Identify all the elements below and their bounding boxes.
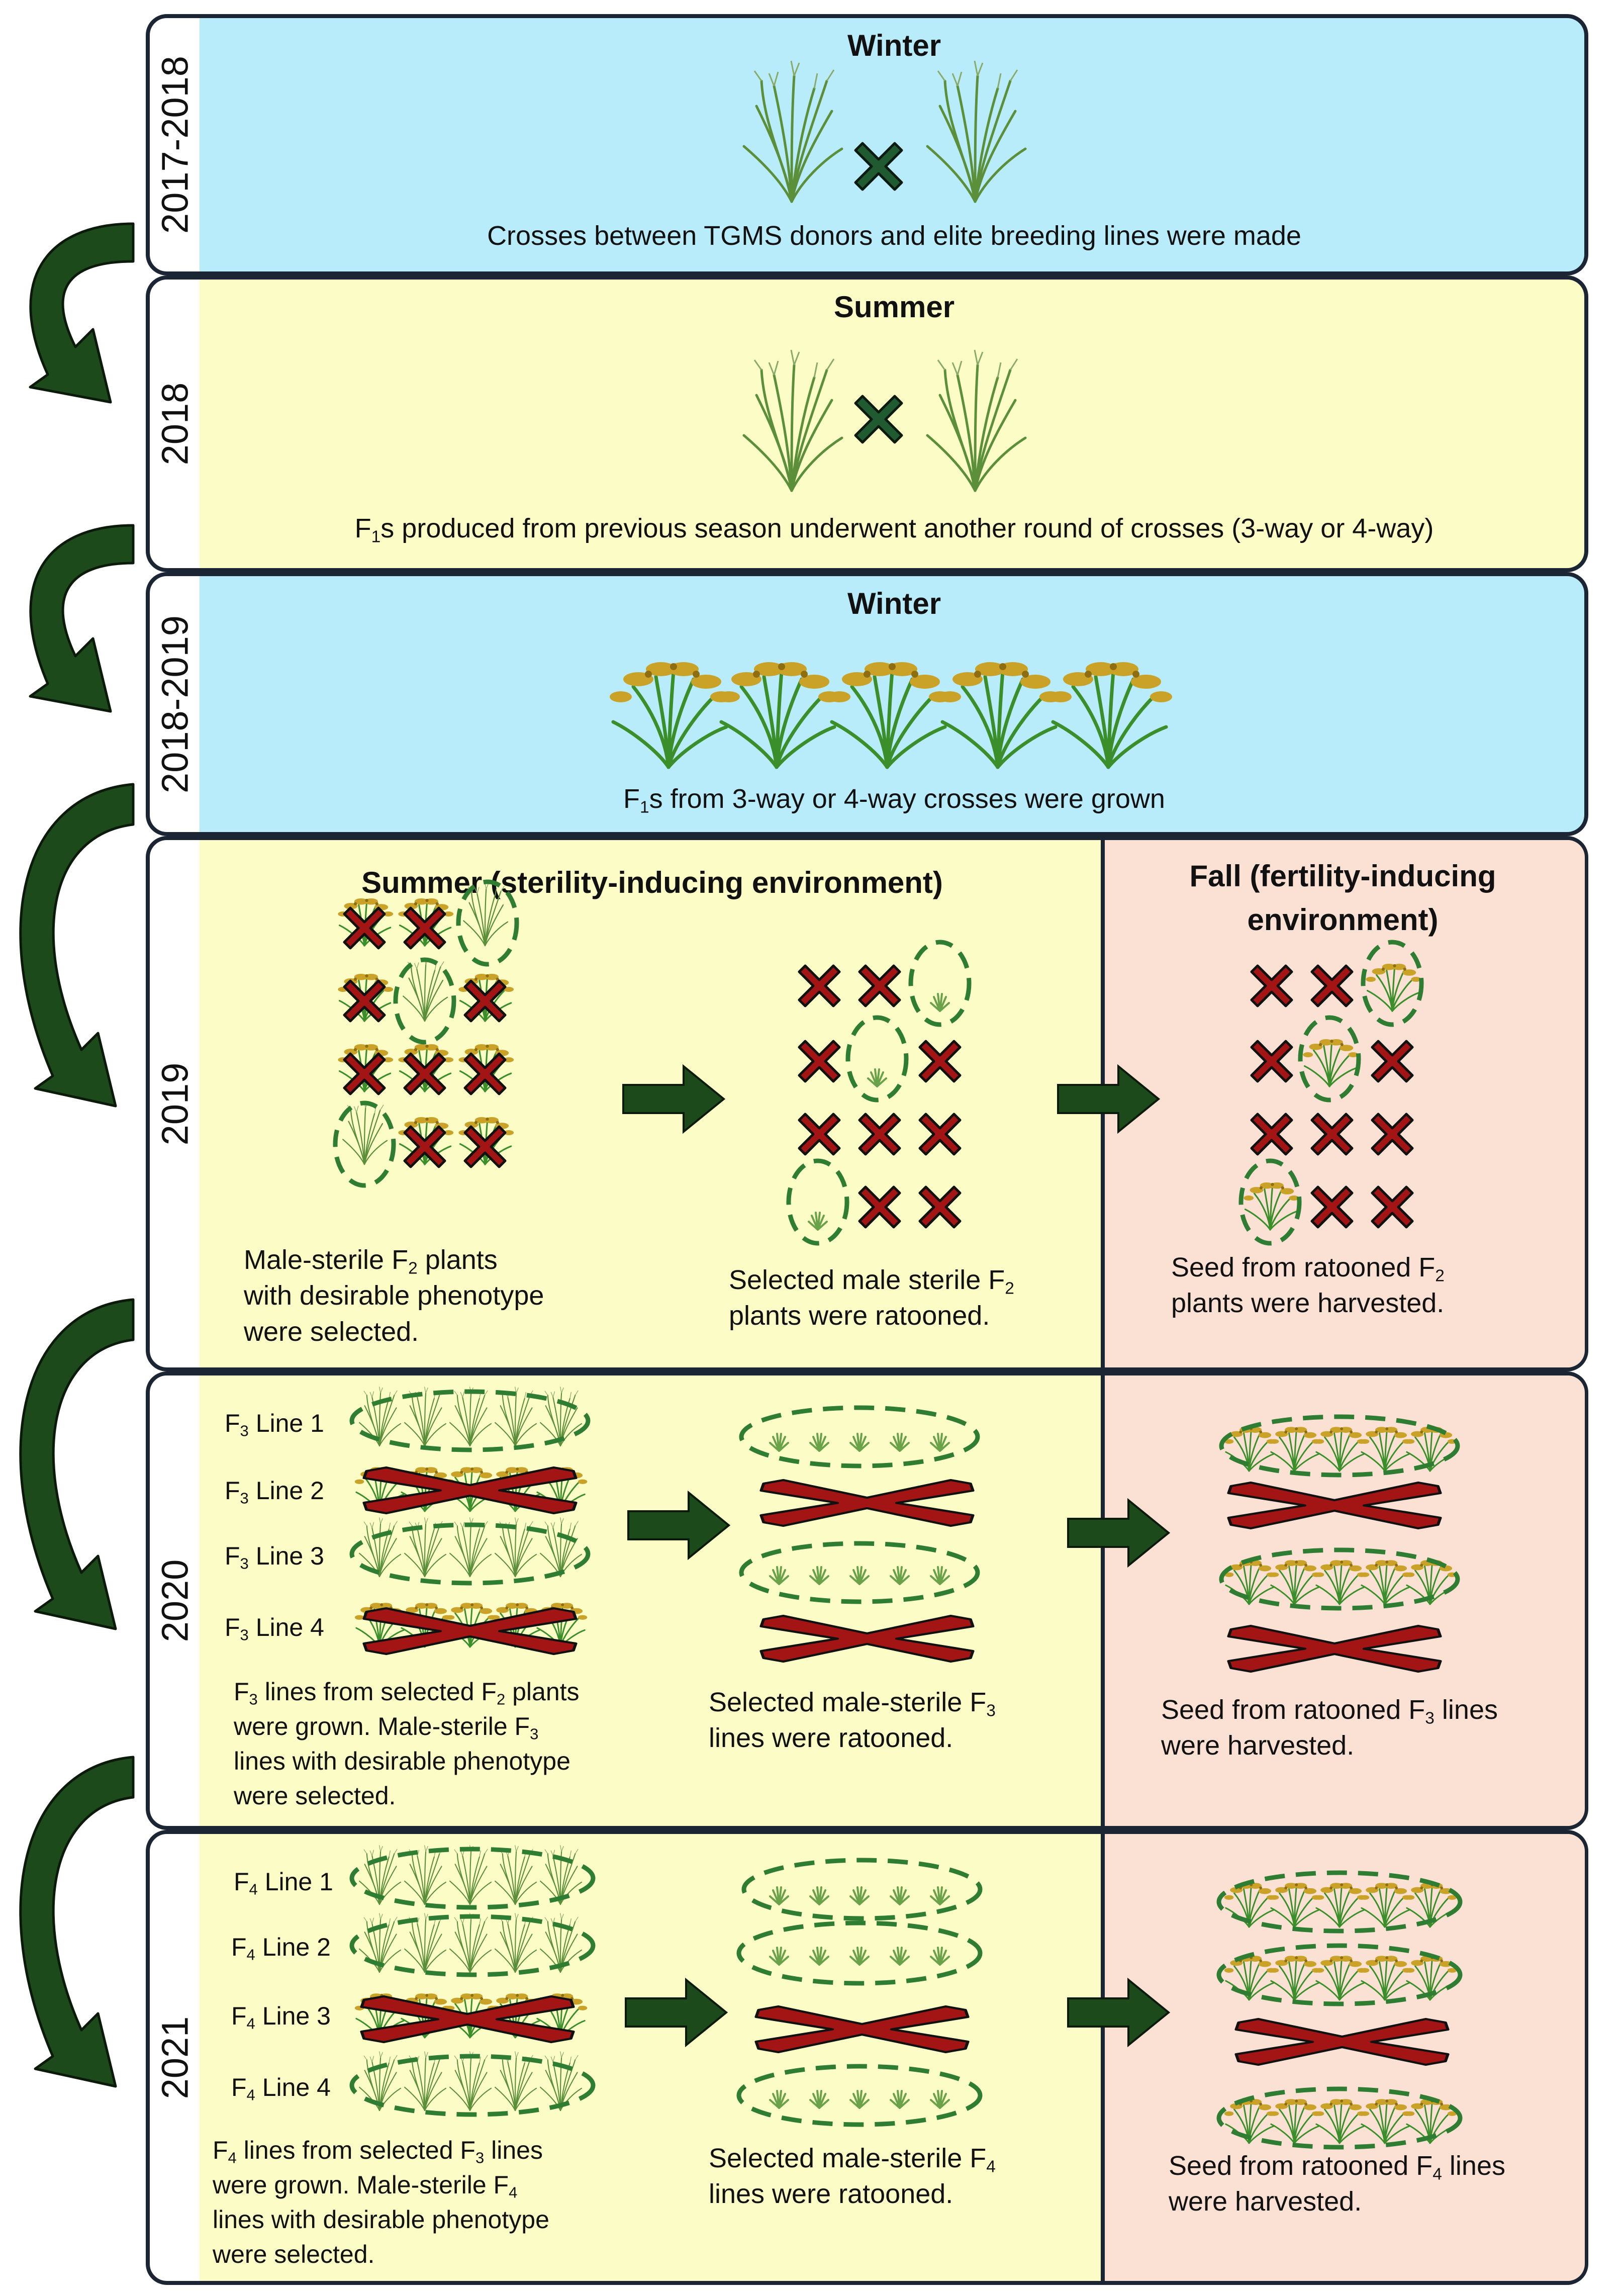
fall-section-2019: [1101, 840, 1585, 1367]
rejected-line-marks-b: [756, 2006, 968, 2052]
f1-plant: [610, 662, 732, 767]
parent-plant-left: [744, 61, 842, 202]
selected-ellipses-c: [1238, 940, 1424, 1246]
season-title: Summer: [833, 290, 955, 324]
parent-plant-right: [927, 61, 1025, 202]
year-tab-2018: 2018: [146, 276, 204, 572]
line-selection-2020: [349, 1386, 1460, 1826]
row-2020-content: F3 Line 1 F3 Line 2 F3 Line 3 F3 Line 4: [204, 1375, 1585, 1826]
timeline-arrow-5: [19, 1756, 135, 2088]
year-label: 2021: [154, 2016, 196, 2099]
arrow-a-to-b: [622, 1065, 725, 1133]
caption-selection: F4 lines from selected F3 lines were gro…: [213, 2136, 549, 2268]
selected-line-ellipses-a: [349, 1847, 596, 2117]
season-title: Winter: [847, 587, 941, 620]
rejected-line-marks-c: [1228, 1483, 1440, 1672]
selected-ellipses-b: [786, 940, 972, 1246]
selected-line-ellipses-b: [736, 1858, 983, 2127]
row-2019-content: Summer (sterility-inducing environment) …: [204, 840, 1585, 1367]
year-label: 2018: [154, 382, 196, 466]
caption-selection: Male-sterile F2 plants with desirable ph…: [244, 1245, 544, 1347]
year-label: 2018-2019: [154, 615, 196, 793]
season-title: Winter: [847, 29, 941, 62]
f1-plant: [939, 662, 1062, 767]
selection-grid-2019: [333, 879, 1424, 1246]
year-label: 2017-2018: [154, 56, 196, 234]
panel-winter-2018: [200, 572, 1588, 836]
line-label-4: F4 Line 4: [231, 2073, 331, 2104]
line-label-2: F4 Line 2: [231, 1933, 331, 1964]
cross-mark: [855, 396, 902, 442]
year-tab-2020: 2020: [146, 1371, 204, 1830]
arrow-a-to-b: [627, 1492, 730, 1559]
selected-line-ellipses-b: [739, 1405, 980, 1604]
timeline-arrow-4: [19, 1298, 135, 1630]
year-label: 2019: [154, 1062, 196, 1145]
regrown-plants: [1243, 963, 1422, 1231]
line-label-1: F3 Line 1: [225, 1409, 324, 1440]
row-2021-content: F4 Line 1 F4 Line 2 F4 Line 3 F4 Line 4: [204, 1834, 1585, 2281]
caption: F1s produced from previous season underw…: [354, 513, 1434, 546]
year-tab-2018-2019: 2018-2019: [146, 572, 204, 836]
rejected-marks-a: [344, 908, 505, 1167]
year-label: 2020: [154, 1559, 196, 1642]
line-label-3: F4 Line 3: [231, 2002, 331, 2033]
line-label-3: F3 Line 3: [225, 1542, 324, 1573]
caption: Crosses between TGMS donors and elite br…: [487, 221, 1301, 251]
line-label-2: F3 Line 2: [225, 1477, 324, 1507]
selected-ellipses-a: [333, 879, 519, 1188]
parent-plant-left: [744, 350, 842, 491]
timeline-arrow-2: [29, 524, 135, 713]
timeline-arrows: [19, 222, 135, 2088]
selected-line-ellipses-c: [1219, 1414, 1460, 1611]
arrow-a-to-b: [625, 1979, 727, 2046]
arrow-b-to-c: [1067, 1979, 1170, 2046]
row-2017-content: Winter Crosses between TGMS donors and e…: [204, 18, 1585, 271]
f1-plant: [718, 662, 840, 767]
selected-line-ellipses-c: [1216, 1870, 1463, 2150]
timeline-arrow-3: [19, 783, 135, 1108]
year-tab-2021: 2021: [146, 1830, 204, 2285]
selected-line-ellipses-a: [349, 1389, 591, 1586]
timeline-arrow-1: [29, 222, 135, 404]
rejected-line-marks-c: [1236, 2019, 1448, 2065]
arrow-b-to-c: [1067, 1499, 1170, 1567]
caption-selection: F3 lines from selected F2 plants were gr…: [234, 1678, 580, 1810]
caption: F1s from 3-way or 4-way crosses were gro…: [623, 784, 1165, 817]
year-tab-2017-2018: 2017-2018: [146, 14, 204, 276]
line-selection-2021: [349, 1845, 1463, 2150]
row-2018-2019-content: Winter F1s from 3-way or 4-way crosses w…: [204, 576, 1585, 832]
line-label-1: F4 Line 1: [234, 1868, 333, 1898]
summer-title: Summer (sterility-inducing environment): [361, 866, 943, 899]
cross-mark: [855, 143, 902, 190]
row-2018-content: Summer F1s produced from previous season…: [204, 280, 1585, 568]
arrow-b-to-c: [1057, 1065, 1160, 1133]
f4-line-rows: [354, 1845, 588, 2112]
f1-plant: [1049, 662, 1172, 767]
f1-plant: [828, 662, 951, 767]
rejected-marks-b: [799, 966, 960, 1227]
year-tab-2019: 2019: [146, 836, 204, 1371]
line-label-4: F3 Line 4: [225, 1613, 324, 1644]
panel-summer-2018: [200, 276, 1588, 572]
parent-plant-right: [927, 350, 1025, 491]
